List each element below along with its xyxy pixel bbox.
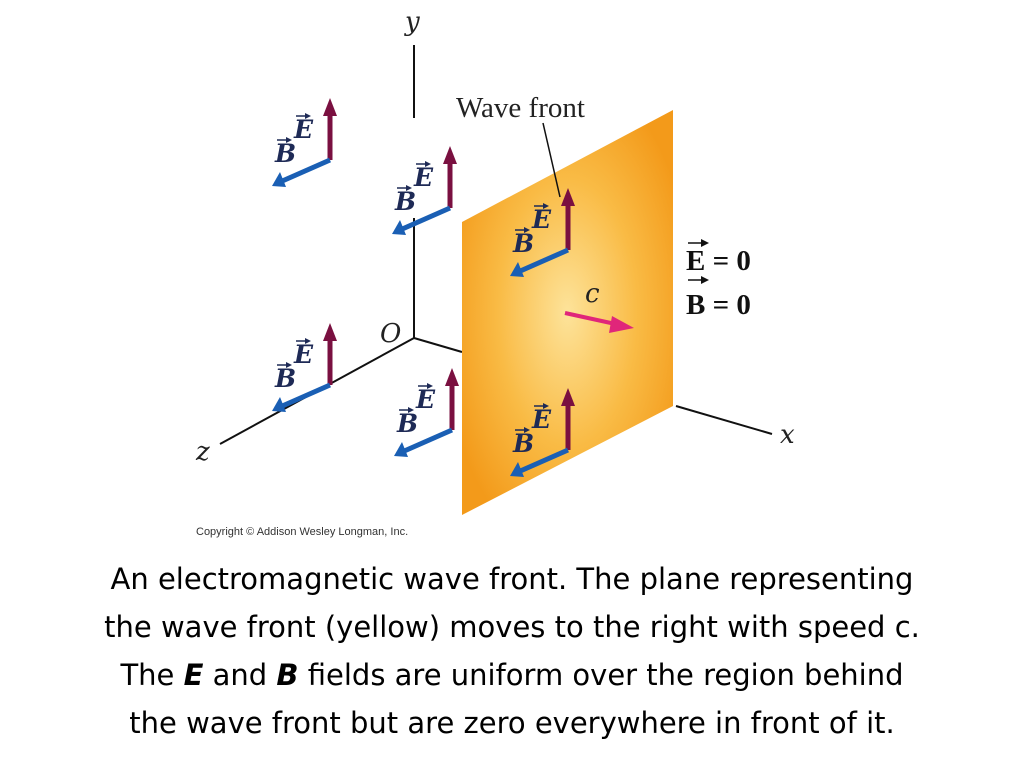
b-vector-overline-head: [286, 137, 292, 143]
field-vector-pair: EB: [394, 368, 459, 457]
b-field-arrowhead: [510, 262, 524, 277]
wave-front-pointer: [542, 122, 561, 198]
e-vector-overline-head: [427, 383, 433, 389]
b-field-arrowhead: [394, 442, 408, 457]
b-field-arrowhead: [272, 397, 286, 412]
caption-b-symbol: B: [276, 658, 299, 692]
e-vector-overline-head: [305, 113, 311, 119]
b-vector-overline-head: [286, 362, 292, 368]
e-field-arrowhead: [561, 388, 575, 406]
field-vector-pair: EB: [510, 188, 575, 277]
e-field-label: E: [413, 163, 434, 192]
b-field-arrow: [398, 205, 452, 233]
caption-text: The: [120, 658, 175, 692]
speed-arrow: [564, 311, 634, 333]
caption-text: and: [212, 658, 268, 692]
b-field-arrow: [516, 447, 570, 475]
e-field-label: E: [415, 385, 436, 414]
b-field-arrowhead: [392, 220, 406, 235]
y-axis-label: y: [404, 7, 420, 37]
b-field-label: B: [512, 429, 534, 458]
equation-b-zero: B = 0: [686, 289, 751, 321]
field-vector-pair: EB: [510, 388, 575, 477]
caption-line-2: the wave front (yellow) moves to the rig…: [104, 610, 920, 644]
caption-text: fields are uniform over the region behin…: [307, 658, 904, 692]
b-field-arrowhead: [510, 462, 524, 477]
x-axis-line: [413, 337, 463, 353]
b-field-label: B: [394, 187, 416, 216]
b-field-arrow: [278, 157, 332, 185]
b-vector-overline-head: [408, 407, 414, 413]
b-field-label: B: [274, 139, 296, 168]
b-field-label: B: [396, 409, 418, 438]
field-vector-pair: EB: [272, 98, 337, 187]
copyright-text: Copyright © Addison Wesley Longman, Inc.: [196, 526, 408, 538]
b-field-arrowhead: [272, 172, 286, 187]
b-vector-overline-head: [524, 227, 530, 233]
b-vector-overline-head: [406, 185, 412, 191]
b-field-label: B: [274, 364, 296, 393]
e-field-label: E: [293, 340, 314, 369]
e-field-arrowhead: [323, 323, 337, 341]
speed-label: c: [585, 279, 600, 309]
e-field-arrowhead: [445, 368, 459, 386]
caption-line-1: An electromagnetic wave front. The plane…: [110, 562, 914, 596]
figure-caption: An electromagnetic wave front. The plane…: [0, 555, 1024, 747]
e-vector-overline-head: [425, 161, 431, 167]
caption-line-3: The E and B fields are uniform over the …: [0, 651, 1024, 699]
zero-field-equations: E = 0 B = 0: [686, 239, 751, 321]
b-vector-overline-head: [524, 427, 530, 433]
field-vector-pair: EB: [392, 146, 457, 235]
e-field-arrowhead: [561, 188, 575, 206]
e-vector-overline-head: [543, 403, 549, 409]
e-vector-overline-head: [543, 203, 549, 209]
e-vector-overline-head: [305, 338, 311, 344]
caption-line-4: the wave front but are zero everywhere i…: [129, 706, 895, 740]
x-axis-label: x: [780, 420, 795, 450]
b-field-arrow: [400, 427, 454, 455]
wave-front-label: Wave front: [456, 92, 585, 124]
e-field-arrowhead: [323, 98, 337, 116]
origin-label: O: [380, 319, 401, 349]
equation-e-zero: E = 0: [686, 245, 751, 277]
e-field-label: E: [293, 115, 314, 144]
x-axis-line-far: [675, 405, 773, 435]
e-field-arrowhead: [443, 146, 457, 164]
b-field-arrow: [278, 382, 332, 410]
e-field-label: E: [531, 405, 552, 434]
b-field-arrow: [516, 247, 570, 275]
b-field-label: B: [512, 229, 534, 258]
field-vector-pair: EB: [272, 323, 337, 412]
e-field-label: E: [531, 205, 552, 234]
z-axis-label: z: [195, 437, 210, 467]
caption-e-symbol: E: [183, 658, 204, 692]
